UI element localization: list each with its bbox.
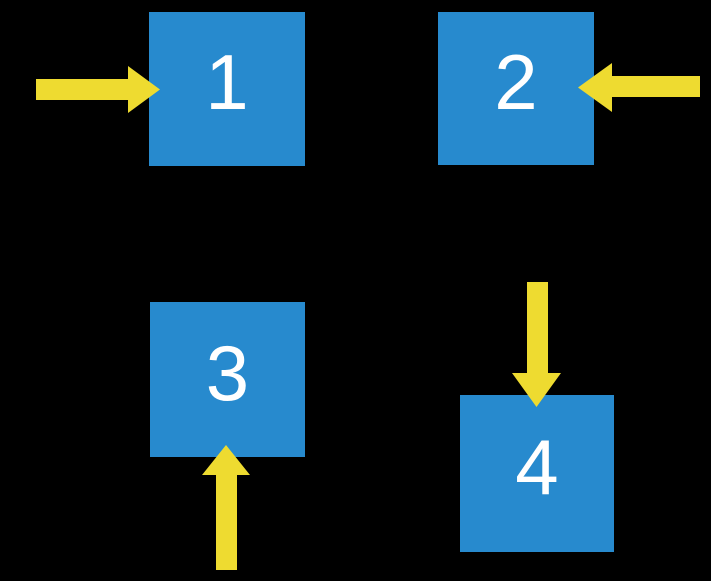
down-arrow-icon <box>512 282 561 407</box>
up-arrow-icon <box>202 445 250 570</box>
square-3: 3 <box>150 302 305 457</box>
square-4-label: 4 <box>515 422 559 511</box>
square-4: 4 <box>460 395 614 552</box>
square-1: 1 <box>149 12 305 166</box>
square-2: 2 <box>438 12 594 165</box>
right-arrow-icon <box>36 66 160 113</box>
square-3-label: 3 <box>205 328 250 417</box>
square-2-label: 2 <box>494 37 538 126</box>
left-arrow-icon <box>578 63 700 112</box>
square-1-label: 1 <box>205 38 249 126</box>
